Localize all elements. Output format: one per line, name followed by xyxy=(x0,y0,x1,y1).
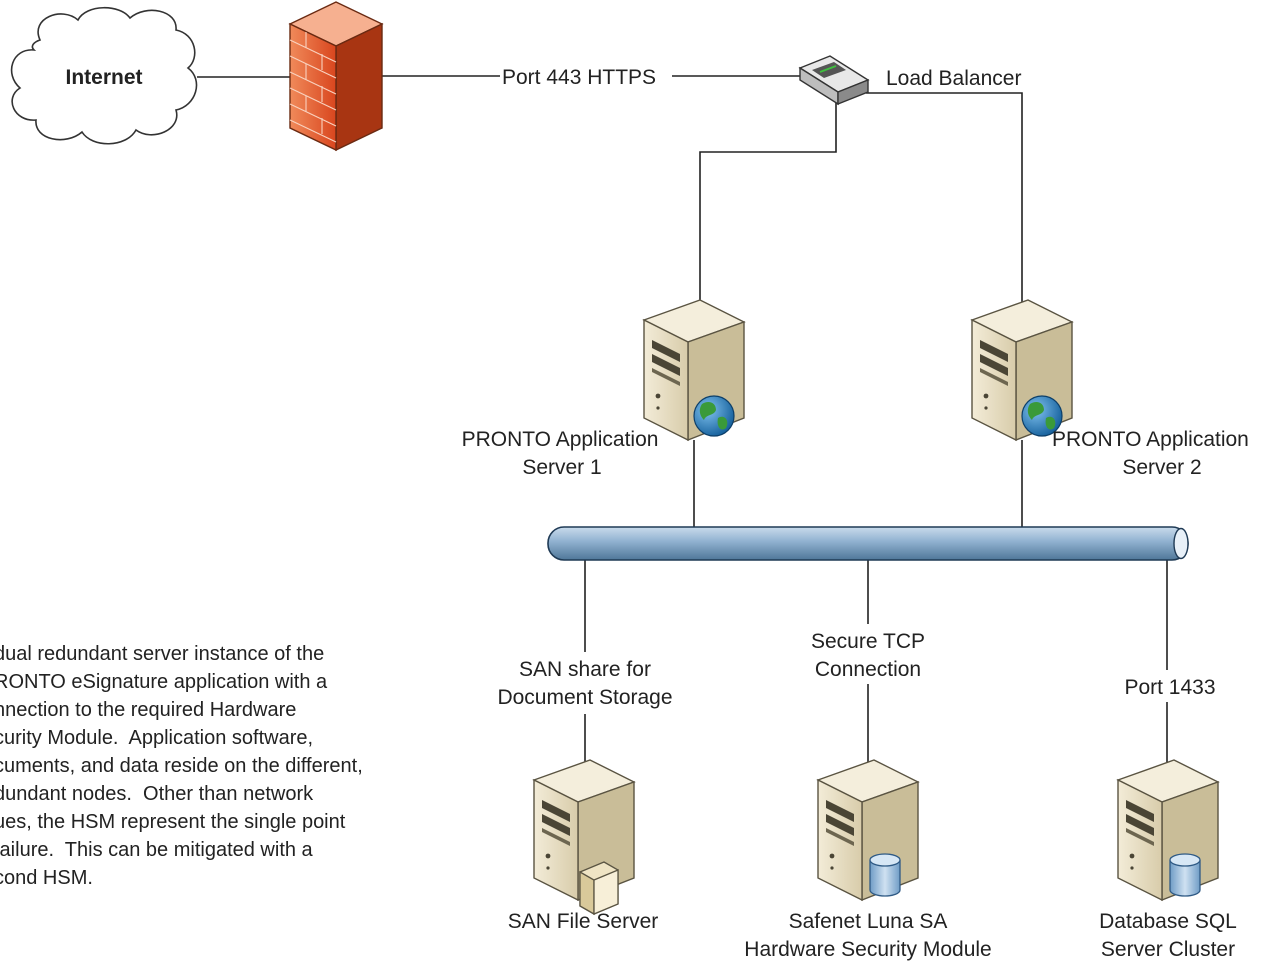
hsm-node: Safenet Luna SA Hardware Security Module xyxy=(744,759,992,961)
note-line: cuments, and data reside on the differen… xyxy=(0,755,363,777)
note-line: curity Module. Application software, xyxy=(0,727,314,749)
note-line: dundant nodes. Other than network xyxy=(0,783,314,805)
hsm-label-line2: Hardware Security Module xyxy=(744,938,991,961)
port-443-label: Port 443 HTTPS xyxy=(502,66,656,89)
firewall-icon xyxy=(288,1,384,152)
app-server-1-label-line2: Server 1 xyxy=(522,456,601,479)
app-server-2-label-line2: Server 2 xyxy=(1122,456,1201,479)
lb-to-server1-wire xyxy=(699,102,837,305)
app-server-1-node: PRONTO Application Server 1 xyxy=(462,299,745,479)
load-balancer-node: Load Balancer xyxy=(798,55,1021,106)
port-1433-label: Port 1433 xyxy=(1124,676,1215,699)
internet-node: Internet xyxy=(10,7,198,145)
note-line: nnection to the required Hardware xyxy=(0,699,297,721)
document-folder-icon xyxy=(579,861,619,916)
cloud-icon xyxy=(10,7,198,145)
load-balancer-icon xyxy=(798,55,870,106)
database-cluster-node: Database SQL Server Cluster xyxy=(1099,759,1237,961)
note-line: dual redundant server instance of the xyxy=(0,643,325,665)
internet-label: Internet xyxy=(65,66,142,89)
app-server-2-node: PRONTO Application Server 2 xyxy=(971,299,1249,479)
note-line: ues, the HSM represent the single point xyxy=(0,811,346,833)
server-tower-icon xyxy=(1117,759,1219,901)
note-line: failure. This can be mitigated with a xyxy=(0,839,313,861)
secure-tcp-label-line1: Secure TCP xyxy=(811,630,925,653)
description-note: dual redundant server instance of the RO… xyxy=(0,640,434,892)
san-file-server-label: SAN File Server xyxy=(508,910,659,933)
note-line: cond HSM. xyxy=(0,867,93,889)
app-server-2-label-line1: PRONTO Application xyxy=(1052,428,1249,451)
app-server-1-label-line1: PRONTO Application xyxy=(462,428,659,451)
lb-to-server2-wire xyxy=(866,92,1023,305)
server-tower-icon xyxy=(817,759,919,901)
san-file-server-node: SAN File Server xyxy=(508,759,659,933)
secure-tcp-label-line2: Connection xyxy=(815,658,921,681)
database-cylinder-icon xyxy=(1169,853,1201,897)
database-cylinder-icon xyxy=(869,853,901,897)
db-cluster-label-line2: Server Cluster xyxy=(1101,938,1235,961)
db-cluster-label-line1: Database SQL xyxy=(1099,910,1237,933)
san-share-label-line2: Document Storage xyxy=(497,686,672,709)
hsm-label-line1: Safenet Luna SA xyxy=(789,910,948,933)
network-bus xyxy=(547,526,1189,561)
note-line: RONTO eSignature application with a xyxy=(0,671,328,693)
wires xyxy=(197,75,1168,762)
globe-icon xyxy=(693,395,735,437)
san-share-label-line1: SAN share for xyxy=(519,658,651,681)
load-balancer-label: Load Balancer xyxy=(886,67,1021,90)
globe-icon xyxy=(1021,395,1063,437)
